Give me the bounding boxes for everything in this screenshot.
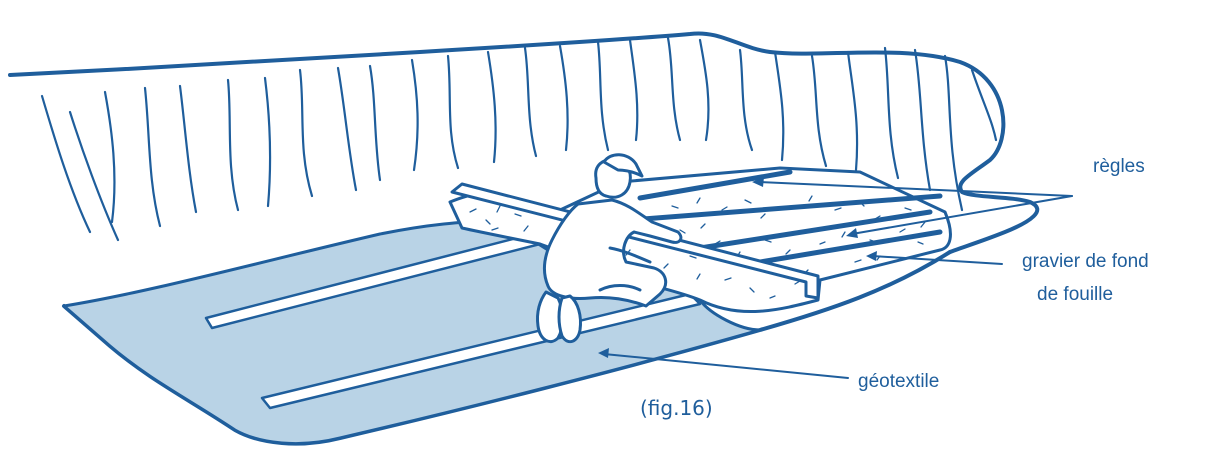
gravier-label-line-1: gravier de fond <box>1022 251 1149 272</box>
geotextile-leader <box>603 353 849 379</box>
ruler-4 <box>745 229 943 267</box>
gravier-leader <box>871 255 1003 265</box>
trench-wall-texture <box>40 36 998 242</box>
regles-leader-2 <box>851 195 1073 235</box>
arrowheads <box>598 177 877 358</box>
worker-figure <box>536 153 683 344</box>
ruler-2 <box>627 193 943 223</box>
trench-top-edge <box>8 31 1040 254</box>
regles-leader-1 <box>759 181 1073 197</box>
gravier-label-line-2: de fouille <box>1037 284 1114 305</box>
geotextile-label: géotextile <box>858 371 940 392</box>
ruler-3 <box>697 209 933 251</box>
figure-caption: (fig.16) <box>640 396 713 420</box>
ruler-1 <box>637 169 793 201</box>
regles-label: règles <box>1093 156 1145 177</box>
screed-board <box>450 182 820 300</box>
